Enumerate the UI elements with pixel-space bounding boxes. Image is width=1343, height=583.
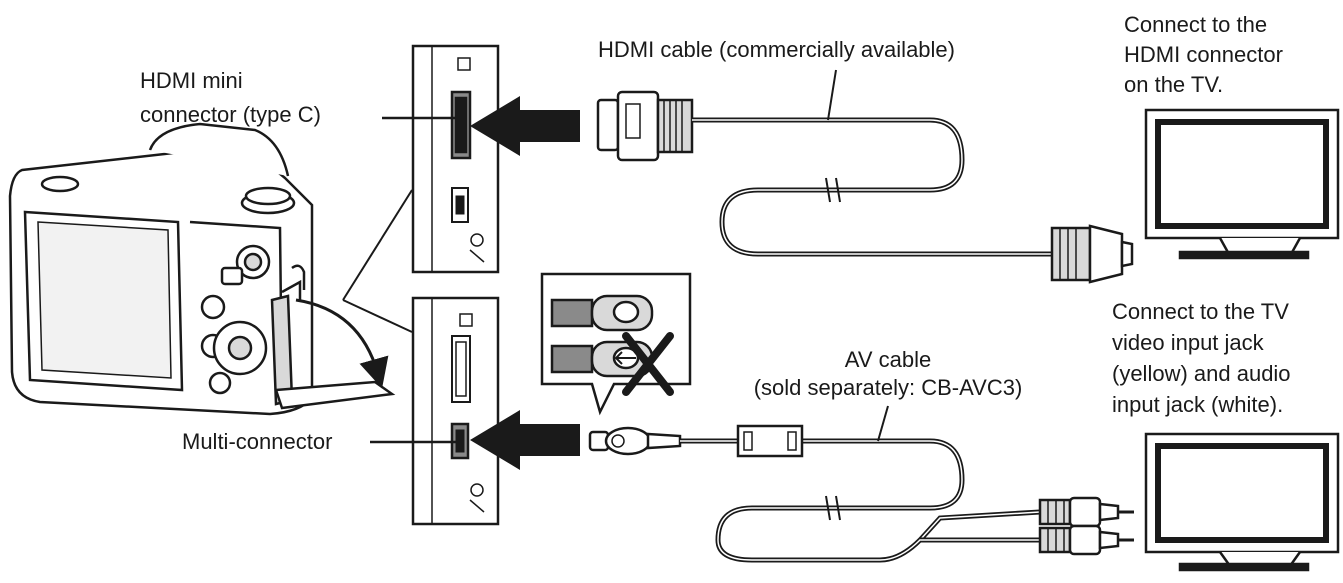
hdmi-mini-connector-label: HDMI mini connector (type C) — [140, 68, 321, 127]
zoom-callout-lines — [342, 189, 413, 333]
camera-illustration — [8, 122, 396, 416]
av-cable-label: AV cable (sold separately: CB-AVC3) — [753, 347, 1023, 400]
hdmi-cable-label: HDMI cable (commercially available) — [598, 37, 955, 62]
av-plug-orientation-inset — [540, 272, 692, 416]
multi-port-panel — [411, 296, 500, 526]
insert-arrows — [470, 96, 580, 470]
label-leader-lines — [370, 116, 460, 444]
connect-av-tv-label: Connect to the TV video input jack (yell… — [1112, 299, 1291, 417]
x-mark-icon — [622, 332, 674, 396]
av-cable-leader — [877, 405, 889, 442]
arrow-right-icon — [470, 96, 580, 156]
connect-hdmi-tv-label: Connect to the HDMI connector on the TV. — [1124, 12, 1283, 97]
multi-connector-label: Multi-connector — [182, 429, 333, 454]
tv-bottom — [1144, 432, 1340, 572]
av-cable — [588, 424, 1134, 563]
door-open-arrow — [295, 298, 389, 389]
tv-top — [1144, 108, 1340, 260]
arrow-right-icon — [470, 410, 580, 470]
hdmi-cable-leader — [827, 69, 837, 121]
hdmi-cable — [596, 90, 1134, 284]
hdmi-port-panel — [411, 44, 500, 274]
